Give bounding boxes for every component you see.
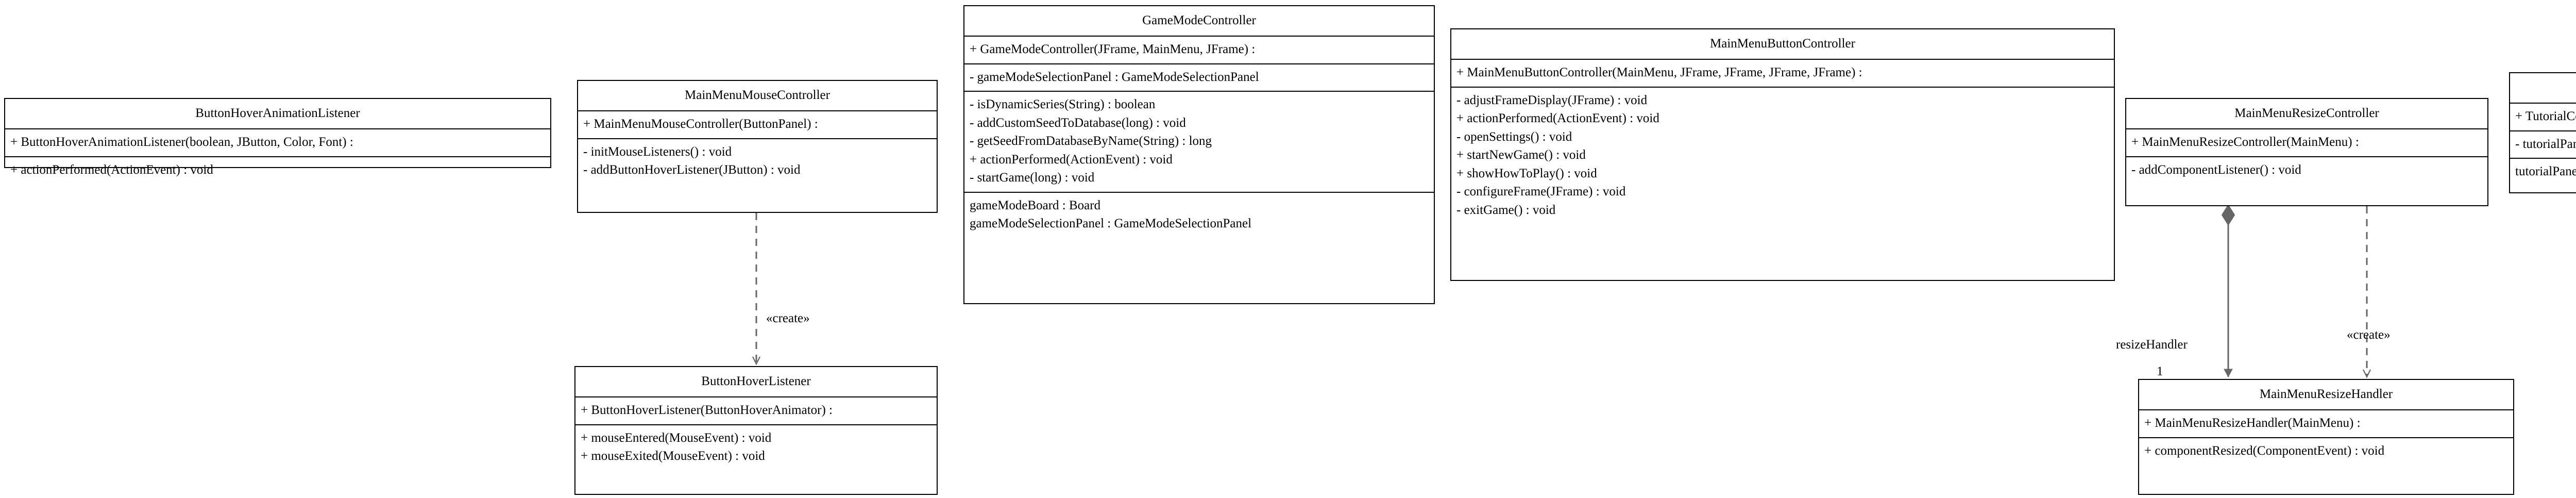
class-compartment: + mouseEntered(MouseEvent) : void + mouse…: [575, 425, 937, 470]
class-member: + componentResized(ComponentEvent) : voi…: [2144, 443, 2385, 458]
class-name-main-menu-resize-handler: MainMenuResizeHandler: [2139, 380, 2513, 411]
class-compartment: - tutorialPanel : TutorialPanel: [2510, 131, 2576, 159]
class-member: - addComponentListener() : void: [2131, 162, 2301, 177]
edge-label-edge-resize-controller-composes-resize-handler: resizeHandler: [2116, 338, 2188, 352]
class-member: + ButtonHoverAnimationListener(boolean, …: [10, 135, 353, 150]
class-member: + ButtonHoverListener(ButtonHoverAnimato…: [581, 403, 833, 418]
class-compartment: + MainMenuResizeController(MainMenu) :: [2126, 129, 2487, 157]
class-member: + actionPerformed(ActionEvent) : void: [10, 162, 213, 177]
class-member: + showHowToPlay() : void: [1456, 166, 1597, 180]
class-member: + GameModeController(JFrame, MainMenu, J…: [970, 42, 1256, 57]
class-compartment: + TutorialController(MainMenu, JFrame) :: [2510, 104, 2576, 131]
class-member: + actionPerformed(ActionEvent) : void: [970, 152, 1173, 167]
class-member: - adjustFrameDisplay(JFrame) : void: [1456, 93, 1648, 107]
class-compartment: + GameModeController(JFrame, MainMenu, J…: [964, 37, 1434, 64]
class-compartment: + MainMenuResizeHandler(MainMenu) :: [2139, 410, 2513, 438]
class-member: + mouseExited(MouseEvent) : void: [581, 449, 765, 463]
uml-class-main-menu-mouse-controller[interactable]: MainMenuMouseController + MainMenuMouseCo…: [577, 80, 938, 213]
edge-multiplicity-edge-resize-controller-composes-resize-handler: 1: [2157, 364, 2163, 378]
class-member: - tutorialPanel : TutorialPanel: [2515, 137, 2576, 151]
class-compartment: tutorialPanel : JPanel: [2510, 159, 2576, 186]
uml-class-tutorial-controller[interactable]: TutorialController + TutorialController(M…: [2509, 72, 2576, 193]
class-member: + MainMenuResizeHandler(MainMenu) :: [2144, 416, 2361, 430]
class-member: + mouseEntered(MouseEvent) : void: [581, 430, 772, 445]
class-member: - addCustomSeedToDatabase(long) : void: [970, 115, 1186, 130]
class-member: - configureFrame(JFrame) : void: [1456, 185, 1626, 199]
class-compartment: - isDynamicSeries(String) : boolean - add…: [964, 92, 1434, 193]
class-name-button-hover-animation-listener: ButtonHoverAnimationListener: [5, 99, 550, 130]
class-member: - startGame(long) : void: [970, 171, 1095, 185]
class-compartment: + MainMenuMouseController(ButtonPanel) :: [578, 111, 937, 139]
uml-class-button-hover-listener[interactable]: ButtonHoverListener + ButtonHoverListener…: [574, 366, 938, 495]
class-member: tutorialPanel : JPanel: [2515, 164, 2576, 179]
edge-label-edge-mouse-controller-creates-hover-listener: «create»: [766, 311, 810, 325]
uml-class-main-menu-resize-handler[interactable]: MainMenuResizeHandler + MainMenuResizeHan…: [2138, 379, 2514, 495]
class-member: - exitGame() : void: [1456, 203, 1556, 217]
uml-class-button-hover-animation-listener[interactable]: ButtonHoverAnimationListener + ButtonHove…: [4, 98, 551, 177]
edge-label-edge-tutorial-controller-creates-resize-handler: «create»: [2347, 328, 2391, 342]
class-member: - addButtonHoverListener(JButton) : void: [583, 163, 801, 177]
class-member: + startNewGame() : void: [1456, 148, 1586, 162]
class-member: - initMouseListeners() : void: [583, 144, 732, 159]
class-member: + actionPerformed(ActionEvent) : void: [1456, 111, 1659, 126]
class-member: + TutorialController(MainMenu, JFrame) :: [2515, 109, 2576, 124]
class-member: - openSettings() : void: [1456, 129, 1572, 144]
class-member: - getSeedFromDatabaseByName(String) : lo…: [970, 134, 1212, 148]
class-compartment: gameModeBoard : Board gameModeSelectionPa…: [964, 193, 1434, 238]
class-compartment: + ButtonHoverListener(ButtonHoverAnimato…: [575, 397, 937, 425]
uml-class-main-menu-button-controller[interactable]: MainMenuButtonController + MainMenuButton…: [1450, 28, 2115, 281]
class-compartment: + componentResized(ComponentEvent) : voi…: [2139, 438, 2513, 465]
class-name-main-menu-mouse-controller: MainMenuMouseController: [578, 81, 937, 112]
class-compartment: + ButtonHoverAnimationListener(boolean, …: [5, 129, 550, 157]
class-name-main-menu-button-controller: MainMenuButtonController: [1451, 29, 2114, 60]
class-compartment: - initMouseListeners() : void - addButton…: [578, 139, 937, 184]
uml-class-game-mode-controller[interactable]: GameModeController + GameModeController(J…: [963, 5, 1435, 304]
class-compartment: - gameModeSelectionPanel : GameModeSelec…: [964, 64, 1434, 92]
class-name-main-menu-resize-controller: MainMenuResizeController: [2126, 99, 2487, 130]
class-member: - gameModeSelectionPanel : GameModeSelec…: [970, 70, 1259, 84]
class-name-tutorial-controller: TutorialController: [2510, 73, 2576, 104]
class-compartment: + actionPerformed(ActionEvent) : void: [5, 157, 550, 184]
class-member: + MainMenuResizeController(MainMenu) :: [2131, 135, 2359, 150]
class-member: gameModeSelectionPanel : GameModeSelecti…: [970, 217, 1252, 231]
class-compartment: - adjustFrameDisplay(JFrame) : void + act…: [1451, 88, 2114, 224]
class-compartment: - addComponentListener() : void: [2126, 157, 2487, 184]
class-member: - isDynamicSeries(String) : boolean: [970, 97, 1156, 112]
class-member: + MainMenuMouseController(ButtonPanel) :: [583, 117, 818, 131]
class-name-game-mode-controller: GameModeController: [964, 6, 1434, 37]
uml-class-main-menu-resize-controller[interactable]: MainMenuResizeController + MainMenuResize…: [2125, 98, 2488, 206]
class-name-button-hover-listener: ButtonHoverListener: [575, 367, 937, 398]
composition-diamond-icon: [2221, 204, 2235, 226]
class-member: gameModeBoard : Board: [970, 198, 1101, 212]
class-member: + MainMenuButtonController(MainMenu, JFr…: [1456, 65, 1862, 80]
class-compartment: + MainMenuButtonController(MainMenu, JFr…: [1451, 60, 2114, 88]
